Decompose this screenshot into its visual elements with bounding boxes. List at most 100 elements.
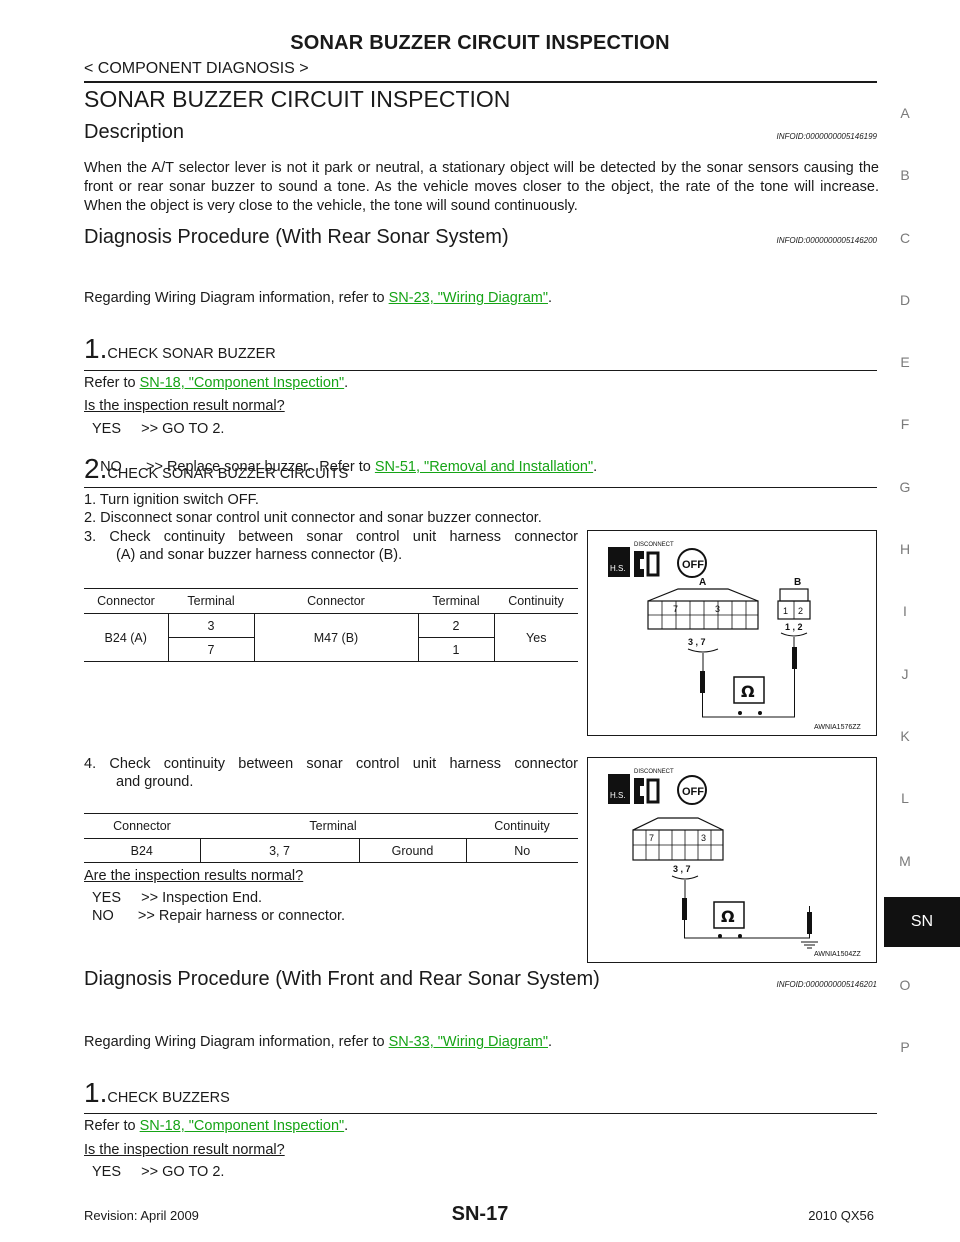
step2-item-1: 1. Turn ignition switch OFF. xyxy=(84,492,259,508)
probe-left-2 xyxy=(682,898,687,920)
pin-b-1: 1 xyxy=(783,606,788,616)
side-index-f[interactable]: F xyxy=(900,416,910,433)
fr-step1-refer: Refer to SN-18, "Component Inspection". xyxy=(84,1117,348,1136)
probe-left xyxy=(700,671,705,693)
pin-7: 7 xyxy=(649,833,654,843)
pin-a-3: 3 xyxy=(715,604,720,614)
header-rule xyxy=(84,81,877,83)
fr-step1-refer-suffix: . xyxy=(344,1118,349,1134)
t1-cell-term-b2: 1 xyxy=(418,637,495,662)
proc-rear-wiring-ref: Regarding Wiring Diagram information, re… xyxy=(84,289,552,308)
step1-no-prefix: NO >> Replace sonar buzzer. Refer to xyxy=(100,459,375,475)
side-index-h[interactable]: H xyxy=(899,541,911,558)
ohm-icon: Ω xyxy=(741,682,755,701)
proc-front-rear-heading: Diagnosis Procedure (With Front and Rear… xyxy=(84,968,600,990)
continuity-table-2: Connector Terminal Continuity B24 3, 7 G… xyxy=(84,813,578,863)
t1-header-continuity: Continuity xyxy=(508,594,564,608)
disconnect-label-2: DISCONNECT xyxy=(634,769,674,775)
breadcrumb: < COMPONENT DIAGNOSIS > xyxy=(84,60,309,77)
t2-cell-terminal: 3, 7 xyxy=(200,838,360,863)
off-label: OFF xyxy=(682,559,704,571)
t1-header-connector-a: Connector xyxy=(97,594,155,608)
disconnect-label: DISCONNECT xyxy=(634,542,674,548)
hs-icon xyxy=(608,547,630,577)
t2-header-connector: Connector xyxy=(113,819,171,833)
step2-title: CHECK SONAR BUZZER CIRCUITS xyxy=(107,466,349,482)
side-index-o[interactable]: O xyxy=(899,977,911,994)
footer-model: 2010 QX56 xyxy=(808,1208,874,1223)
t2-header-continuity: Continuity xyxy=(494,819,550,833)
t1-header-connector-b: Connector xyxy=(307,594,365,608)
step1-refer-prefix: Refer to xyxy=(84,375,140,391)
wiring-ref-suffix: . xyxy=(547,290,553,306)
fr-step1-title: CHECK BUZZERS xyxy=(107,1090,230,1106)
side-index-g[interactable]: G xyxy=(899,478,911,495)
fr-wiring-diagram-link[interactable]: SN-33, "Wiring Diagram" xyxy=(388,1034,548,1050)
ohmmeter xyxy=(733,676,765,704)
fr-step1-heading: 1.CHECK BUZZERS xyxy=(84,1077,230,1109)
side-index-sn-tab[interactable]: SN xyxy=(884,897,960,947)
step2-item-3-line1: 3. Check continuity between sonar contro… xyxy=(84,529,578,545)
probe-right xyxy=(792,647,797,669)
step2-item-4-line1: 4. Check continuity between sonar contro… xyxy=(84,756,578,772)
side-index-l[interactable]: L xyxy=(901,790,909,807)
fr-step1-number: 1. xyxy=(84,1077,108,1108)
t1-cell-continuity: Yes xyxy=(526,630,547,645)
footer-revision: Revision: April 2009 xyxy=(84,1208,199,1223)
ohmmeter-2 xyxy=(713,901,745,929)
side-index-k[interactable]: K xyxy=(900,727,910,744)
t1-cell-conn-b: M47 (B) xyxy=(254,613,419,662)
probe-right-2 xyxy=(807,912,812,934)
t2-header-terminal: Terminal xyxy=(309,819,357,833)
component-inspection-link[interactable]: SN-18, "Component Inspection" xyxy=(139,375,345,391)
side-index-p[interactable]: P xyxy=(900,1039,910,1056)
proc-rear-heading: Diagnosis Procedure (With Rear Sonar Sys… xyxy=(84,226,509,248)
pins-b-bottom: 1 , 2 xyxy=(785,622,803,632)
wiring-ref-prefix: Regarding Wiring Diagram information, re… xyxy=(84,290,389,306)
fr-component-inspection-link[interactable]: SN-18, "Component Inspection" xyxy=(139,1118,345,1134)
diagram-1-drawing: H.S. DISCONNECT OFF A 7 3 3 , 7 B 1 2 1 … xyxy=(608,542,862,731)
step1-rule xyxy=(84,370,877,371)
step2-rule xyxy=(84,487,877,488)
step2-item-3-line2: (A) and sonar buzzer harness connector (… xyxy=(116,547,403,563)
side-index-j[interactable]: J xyxy=(901,665,909,682)
ground-icon xyxy=(801,941,818,949)
proc-rear-infoid: INFOID:0000000005146200 xyxy=(776,236,877,245)
wiring-diagram-link[interactable]: SN-23, "Wiring Diagram" xyxy=(388,290,548,306)
pins-a-bottom: 3 , 7 xyxy=(688,637,706,647)
removal-installation-link[interactable]: SN-51, "Removal and Installation" xyxy=(374,459,594,475)
t2-cell-continuity: No xyxy=(514,843,531,858)
diagram-2-code: AWNIA1504ZZ xyxy=(814,951,862,958)
pin-3: 3 xyxy=(701,833,706,843)
side-index-e[interactable]: E xyxy=(900,354,910,371)
hs-label: H.S. xyxy=(610,564,626,573)
continuity-diagram-1: H.S. DISCONNECT OFF A 7 3 3 , 7 B 1 2 1 … xyxy=(587,530,877,736)
page-header-title: SONAR BUZZER CIRCUIT INSPECTION xyxy=(290,32,670,54)
side-index-a[interactable]: A xyxy=(900,105,910,121)
step1-heading: 1.CHECK SONAR BUZZER xyxy=(84,333,276,365)
connector-b-label: B xyxy=(794,577,801,588)
step1-no: NO >> Replace sonar buzzer. Refer to SN-… xyxy=(92,439,597,477)
t1-header-terminal-b: Terminal xyxy=(432,594,480,608)
side-index-b[interactable]: B xyxy=(900,167,910,184)
t1-cell-term-b1: 2 xyxy=(418,613,495,638)
pins-bottom: 3 , 7 xyxy=(673,864,691,874)
step2-question: Are the inspection results normal? xyxy=(84,868,304,884)
step1-yes: YES >> GO TO 2. xyxy=(92,421,225,437)
description-heading: Description xyxy=(84,121,185,143)
side-index-i[interactable]: I xyxy=(903,603,907,620)
side-index-c[interactable]: C xyxy=(899,229,911,246)
disconnect-icon xyxy=(634,551,644,577)
side-index-m[interactable]: M xyxy=(899,852,911,869)
ohm-icon-2: Ω xyxy=(721,907,735,926)
step1-no-suffix: . xyxy=(593,459,598,475)
step1-number: 1. xyxy=(84,333,108,364)
proc-front-rear-wiring-ref: Regarding Wiring Diagram information, re… xyxy=(84,1033,552,1052)
description-text: When the A/T selector lever is not it pa… xyxy=(84,160,879,214)
diagram-2-drawing: H.S. DISCONNECT OFF 7 3 3 , 7 Ω AWNIA150… xyxy=(608,769,862,958)
step1-refer-suffix: . xyxy=(344,375,349,391)
step1-question: Is the inspection result normal? xyxy=(84,398,285,414)
connector-a-label: A xyxy=(699,577,706,588)
side-index-d[interactable]: D xyxy=(899,291,911,308)
ignition-off-icon xyxy=(677,548,707,578)
